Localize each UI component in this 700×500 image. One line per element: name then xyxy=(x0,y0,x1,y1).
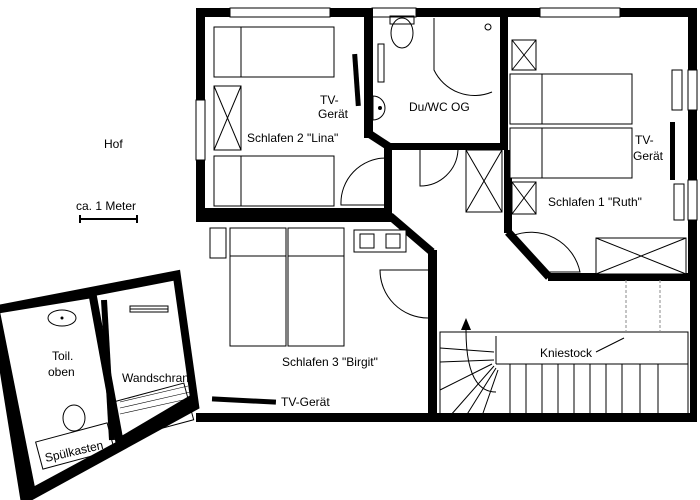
lina-bed-bottom-pillow xyxy=(213,155,242,207)
wall-birgit-right xyxy=(428,250,437,422)
ruth-furniture xyxy=(509,39,687,275)
annex-floor-toilet xyxy=(0,298,116,487)
bath-toilet-tank xyxy=(389,15,415,25)
interior-walls xyxy=(196,8,696,422)
window-lina-left xyxy=(195,99,206,161)
label-toilet-2: oben xyxy=(48,365,75,379)
birgit-tv xyxy=(211,396,277,405)
stair-arrow-head xyxy=(461,318,471,330)
label-room-birgit: Schlafen 3 "Birgit" xyxy=(282,355,378,369)
birgit-stove-hob-2 xyxy=(385,233,401,249)
wall-right-lower xyxy=(690,280,697,422)
stair-winder xyxy=(439,347,499,417)
wall-bath-bottom xyxy=(390,143,508,150)
staircase xyxy=(439,280,689,417)
hall-closet-x2 xyxy=(465,149,503,213)
wall-bath-right xyxy=(500,8,508,148)
wardrobe-hatch-1 xyxy=(119,385,189,403)
lina-tv xyxy=(352,53,361,107)
label-wardrobe: Wandschrank xyxy=(122,371,196,385)
bath-door-swing xyxy=(419,149,459,187)
birgit-bed-right-pillow xyxy=(287,227,345,257)
birgit-door-swing xyxy=(379,269,429,319)
windows xyxy=(195,7,698,221)
lina-furniture xyxy=(213,26,387,207)
birgit-bed-left-pillow xyxy=(229,227,287,257)
annex-floor-wardrobe xyxy=(96,280,190,436)
lina-nightstand-x2 xyxy=(213,85,242,151)
label-scale: ca. 1 Meter xyxy=(76,199,136,213)
ruth-tv xyxy=(670,122,675,180)
birgit-nightstand-left xyxy=(209,227,227,259)
wall-lina-bottom xyxy=(196,208,392,222)
ruth-wardrobe-x2 xyxy=(595,237,687,275)
ruth-door-swing xyxy=(511,231,581,273)
label-room-lina: Schlafen 2 "Lina" xyxy=(247,131,338,145)
wall-ruth-bottom xyxy=(548,273,696,281)
ruth-radiator-1 xyxy=(671,69,683,111)
sink-annex xyxy=(47,309,77,327)
wall-lina-bath xyxy=(364,8,373,138)
ruth-ns-bot-x2 xyxy=(511,181,537,215)
sink-annex-drain xyxy=(60,316,64,320)
ruth-ns-top-x2 xyxy=(511,39,537,71)
birgit-stove-hob-1 xyxy=(359,233,375,249)
bath-sink xyxy=(372,95,386,121)
window-ruth-right-2 xyxy=(687,179,698,221)
wall-top xyxy=(196,8,696,17)
label-courtyard: Hof xyxy=(104,137,123,151)
label-tv-ruth-1: TV- xyxy=(635,133,654,147)
scale-bar xyxy=(79,215,138,223)
bath-shower-drain xyxy=(484,23,492,31)
wall-birgit-diag xyxy=(387,212,435,256)
wall-lina-door xyxy=(384,148,392,218)
bath-toilet xyxy=(390,17,414,49)
lina-door-swing xyxy=(340,157,387,206)
birgit-stove xyxy=(353,229,407,253)
window-ruth-right xyxy=(687,69,698,111)
wardrobe-hatch-2 xyxy=(119,391,191,409)
wardrobe-hatch-3 xyxy=(119,397,193,415)
stair-box xyxy=(439,331,689,417)
toilet-bowl xyxy=(62,404,86,432)
annex xyxy=(0,269,200,500)
label-toilet-1: Toil. xyxy=(52,349,73,363)
label-tv-lina-1: TV- xyxy=(320,93,339,107)
annex-partition xyxy=(101,299,115,441)
label-room-ruth: Schlafen 1 "Ruth" xyxy=(548,195,642,209)
ruth-bed-top-pillow xyxy=(509,73,543,125)
label-attic: Kniestock xyxy=(540,346,593,360)
bath-radiator xyxy=(377,43,385,83)
wall-bottom-main xyxy=(196,413,696,422)
wall-right xyxy=(688,8,697,280)
birgit-furniture xyxy=(209,227,429,405)
label-tv-ruth-2: Gerät xyxy=(633,149,664,163)
ruth-bed-bottom-pillow xyxy=(509,127,543,179)
window-lina-top xyxy=(229,7,331,18)
label-tv-lina-2: Gerät xyxy=(318,107,349,121)
attic-pointer xyxy=(595,337,625,353)
wardrobe-box xyxy=(111,382,195,440)
lina-bed-top-pillow xyxy=(213,26,242,78)
bath-sink-drain xyxy=(378,106,382,110)
window-ruth-top xyxy=(539,7,621,18)
ruth-radiator-2 xyxy=(673,183,685,221)
wall-bath-diag xyxy=(365,129,394,152)
stair-arrow-curve xyxy=(465,329,497,393)
bath-shower-arc xyxy=(433,18,493,96)
label-tv-birgit: TV-Gerät xyxy=(281,395,330,409)
bath-fixtures xyxy=(372,15,493,187)
label-bath: Du/WC OG xyxy=(409,100,470,114)
